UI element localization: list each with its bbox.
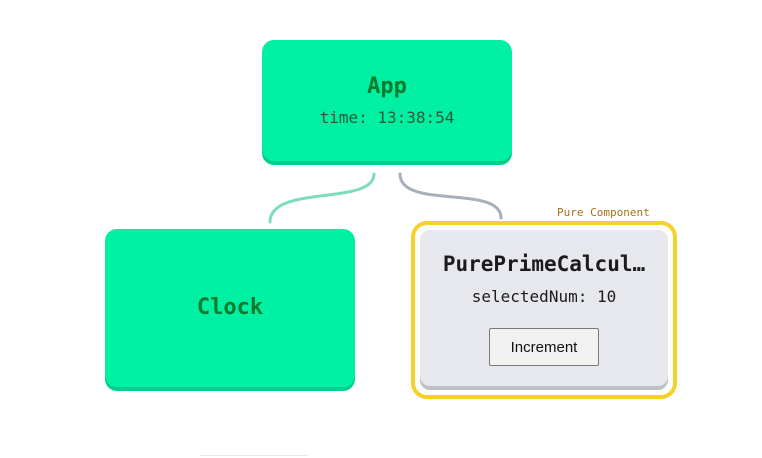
- clock-title: Clock: [196, 294, 264, 320]
- app-node: App time: 13:38:54: [262, 40, 512, 161]
- pure-component-label: Pure Component: [557, 206, 650, 219]
- app-title: App: [367, 73, 407, 99]
- prime-title: PurePrimeCalcul…: [442, 252, 646, 276]
- edge-app-prime: [398, 172, 503, 220]
- clock-node: Clock: [105, 229, 355, 387]
- divider: [200, 455, 308, 456]
- edge-app-clock: [268, 172, 376, 224]
- increment-button[interactable]: Increment: [489, 328, 599, 367]
- app-time: time: 13:38:54: [319, 108, 455, 128]
- prime-calculator-node: PurePrimeCalcul… selectedNum: 10 Increme…: [420, 230, 668, 386]
- prime-selected-num: selectedNum: 10: [471, 287, 617, 307]
